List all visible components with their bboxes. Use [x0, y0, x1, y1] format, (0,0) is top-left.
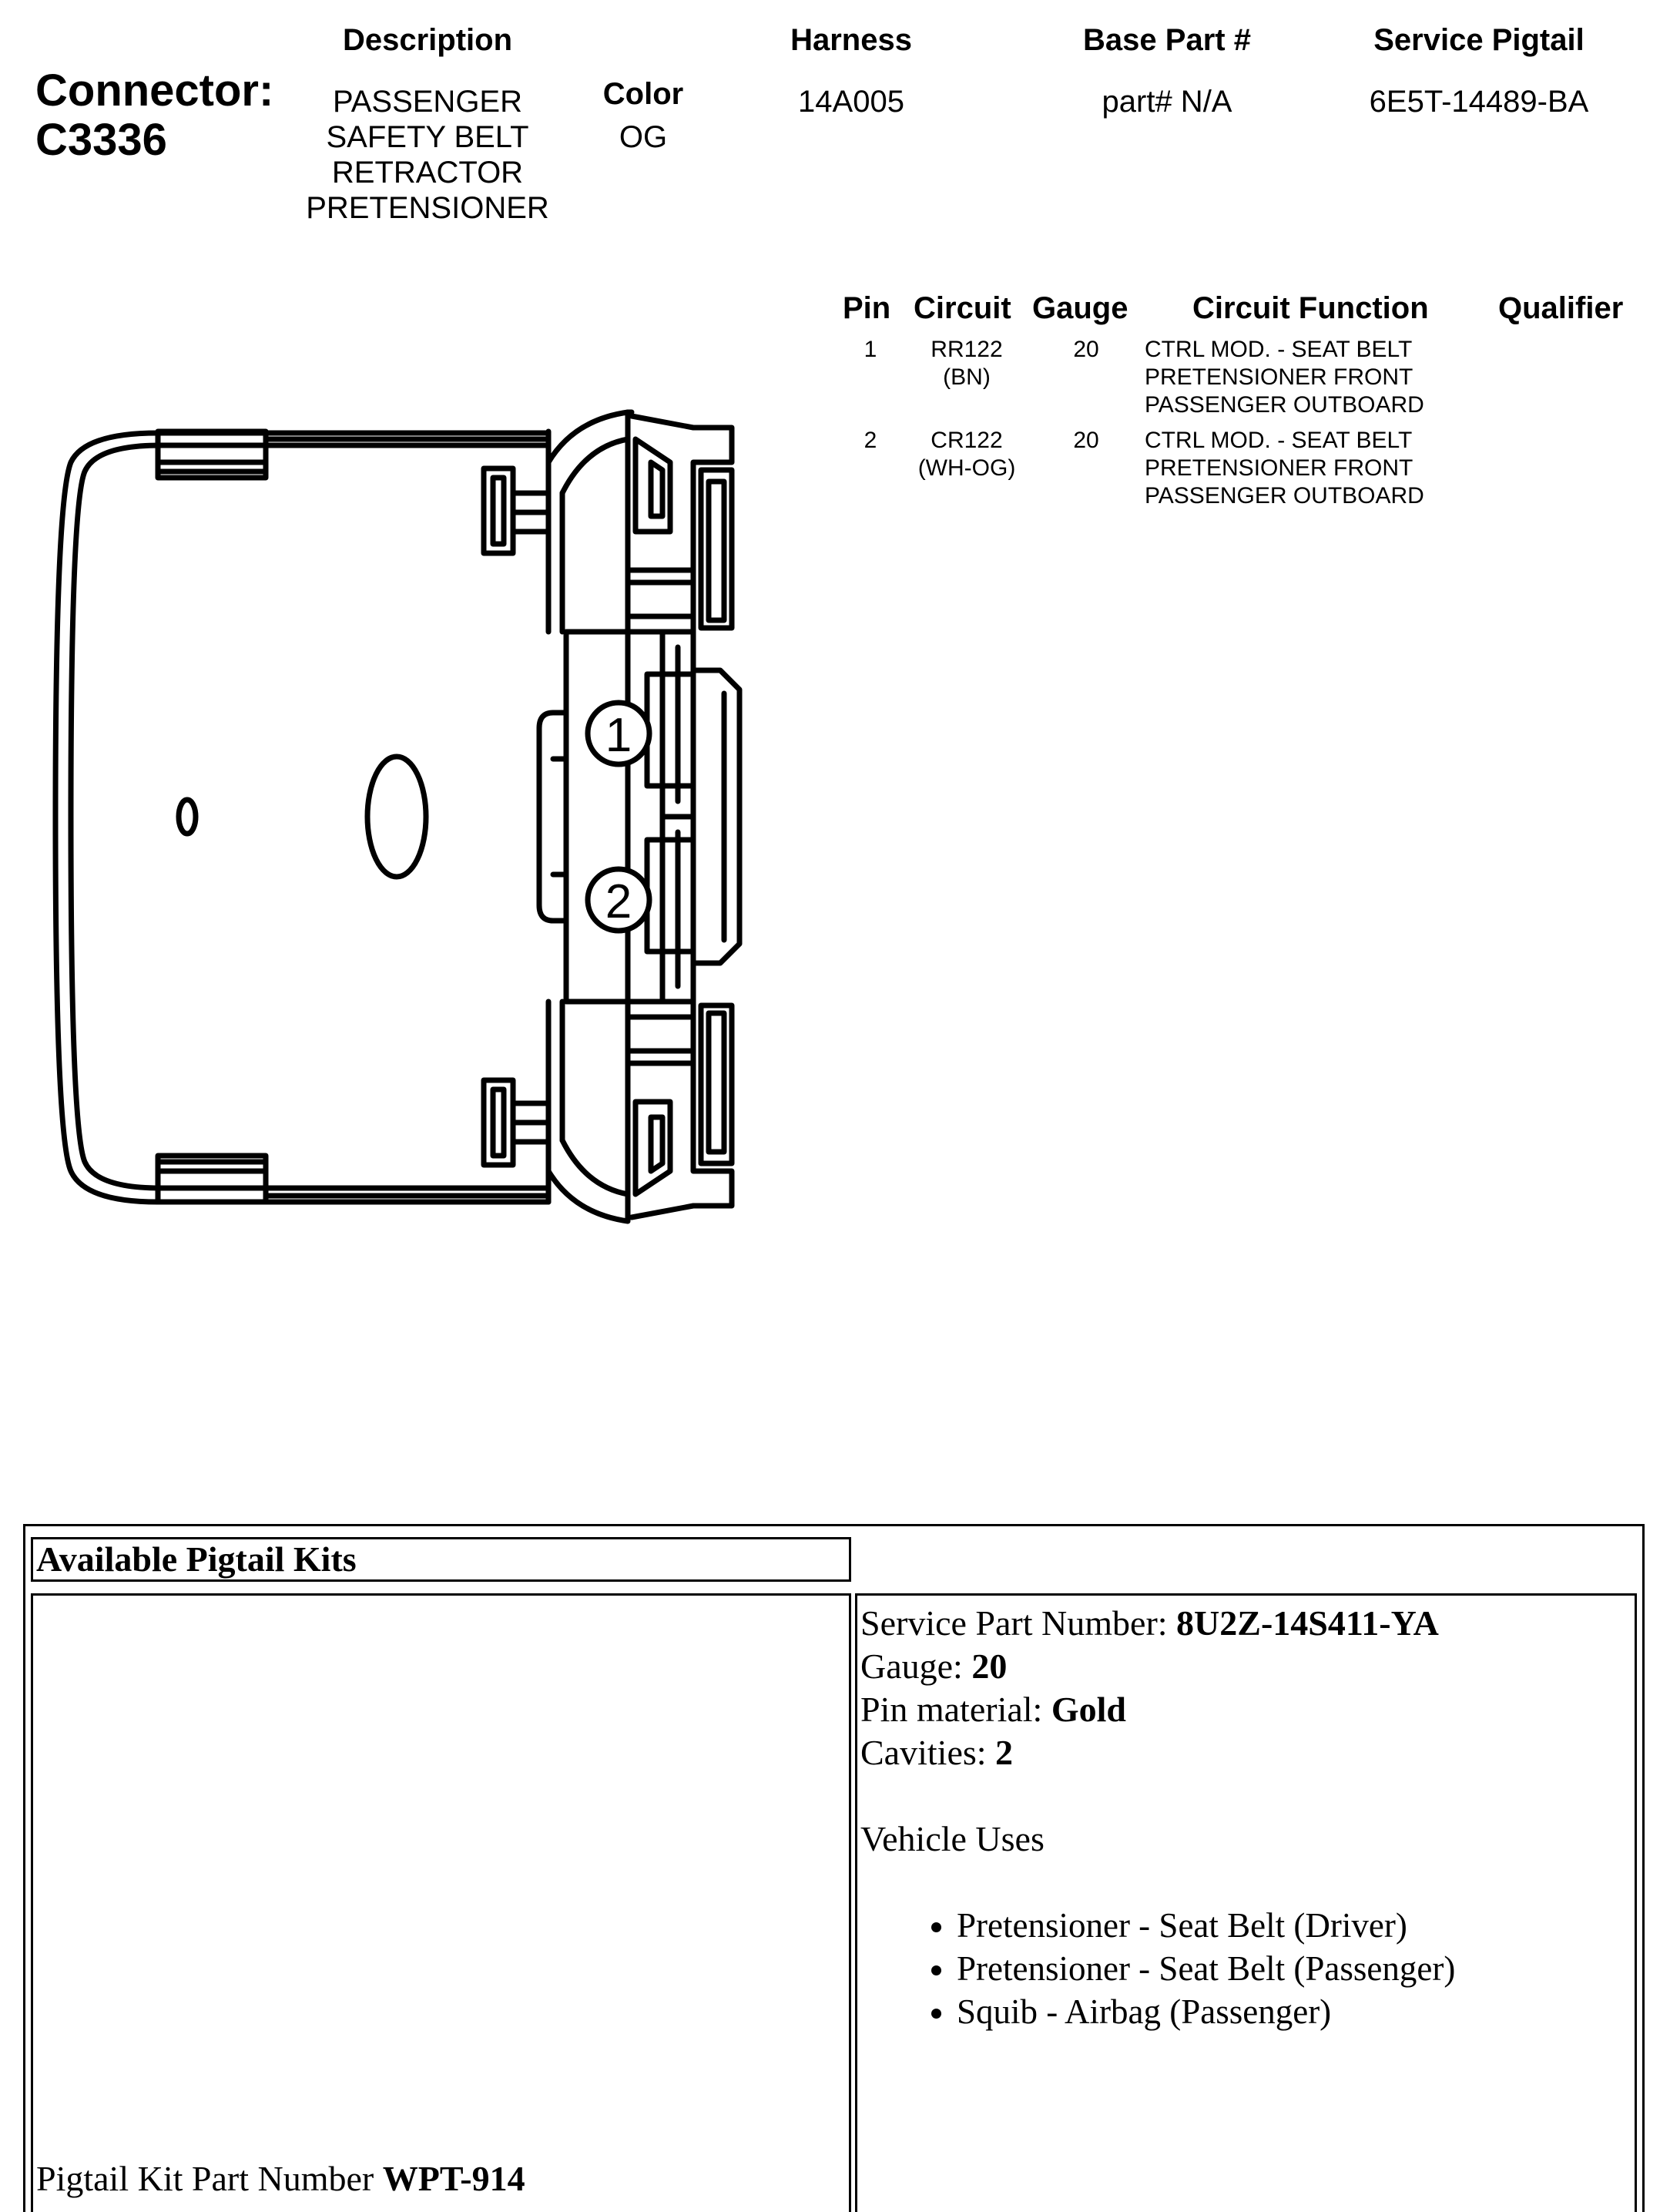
- connector-diagram: 1 2: [52, 409, 743, 1224]
- description-block: Description PASSENGER SAFETY BELT RETRAC…: [277, 23, 578, 226]
- pigtail-details: Service Part Number: 8U2Z-14S411-YA Gaug…: [857, 1596, 1635, 2033]
- description-line: PASSENGER: [333, 85, 522, 119]
- gauge-info: Gauge: 20: [860, 1645, 1635, 1688]
- pigtail-title-cell: Available Pigtail Kits: [31, 1537, 851, 1582]
- list-item: Pretensioner - Seat Belt (Driver): [957, 1904, 1635, 1947]
- gauge-col-header: Gauge: [1032, 291, 1128, 325]
- qualifier-col-header: Qualifier: [1498, 291, 1624, 325]
- pin-terminal-1: [644, 671, 696, 789]
- pin-col-header: Pin: [843, 291, 891, 325]
- connector-body-outline: [52, 430, 552, 1205]
- harness-value: 14A005: [798, 85, 904, 119]
- pigtail-kit-part-number: Pigtail Kit Part Number WPT-914: [36, 2158, 525, 2199]
- connector-label: Connector: C3336: [35, 66, 273, 165]
- pin-material-label: Pin material:: [860, 1690, 1051, 1729]
- function-line: CTRL MOD. - SEAT BELT: [1145, 337, 1413, 362]
- connector-body-inner: [68, 442, 552, 1191]
- top-retention-clip: [481, 465, 516, 556]
- base-part-value: part# N/A: [1102, 85, 1232, 119]
- pigtail-image-cell: Pigtail Kit Part Number WPT-914: [31, 1593, 851, 2212]
- wire-color: (BN): [943, 364, 991, 390]
- function-line: PRETENSIONER FRONT: [1145, 364, 1413, 390]
- list-item: Pretensioner - Seat Belt (Passenger): [957, 1947, 1635, 1990]
- bottom-pocket: [632, 1099, 673, 1197]
- connector-id: C3336: [35, 115, 167, 165]
- top-latch-tab: [155, 428, 269, 481]
- table-row-pin: 2: [864, 428, 877, 453]
- pin-circle-2: [585, 866, 652, 934]
- color-header: Color: [602, 77, 684, 111]
- cavities-info: Cavities: 2: [860, 1731, 1635, 1774]
- circuit-code: RR122: [931, 337, 1003, 362]
- table-row-circuit: RR122 (BN): [901, 336, 1032, 391]
- mounting-hole: [176, 797, 199, 837]
- vehicle-uses-heading: Vehicle Uses: [860, 1819, 1045, 1858]
- connector-head-outline: [545, 409, 631, 1224]
- description-header: Description: [342, 23, 513, 57]
- top-pocket: [632, 436, 673, 535]
- function-line: PASSENGER OUTBOARD: [1145, 392, 1424, 418]
- harness-header: Harness: [790, 23, 912, 57]
- function-line: PRETENSIONER FRONT: [1145, 455, 1413, 481]
- harness-block: Harness 14A005: [739, 23, 963, 119]
- pigtail-kit-value: WPT-914: [382, 2159, 525, 2198]
- function-line: CTRL MOD. - SEAT BELT: [1145, 428, 1413, 453]
- pigtail-title: Available Pigtail Kits: [36, 1539, 357, 1579]
- connector-label-text: Connector:: [35, 65, 274, 116]
- circuit-col-header: Circuit: [914, 291, 1011, 325]
- pigtail-outer-frame: [23, 1524, 1645, 2212]
- service-pigtail-value: 6E5T-14489-BA: [1369, 85, 1589, 119]
- color-value: OG: [619, 120, 668, 154]
- table-row-gauge: 20: [1073, 428, 1099, 453]
- color-block: Color OG: [578, 77, 709, 155]
- bottom-latch-tab: [155, 1153, 269, 1205]
- cavities-value: 2: [995, 1733, 1014, 1772]
- pin-material-info: Pin material: Gold: [860, 1688, 1635, 1731]
- service-part-number: Service Part Number: 8U2Z-14S411-YA: [860, 1602, 1635, 1645]
- circuit-function-col-header: Circuit Function: [1192, 291, 1429, 325]
- pin-circle-1: [585, 700, 652, 767]
- service-part-label: Service Part Number:: [860, 1603, 1177, 1643]
- base-part-header: Base Part #: [1083, 23, 1251, 57]
- pigtail-details-cell: Service Part Number: 8U2Z-14S411-YA Gaug…: [855, 1593, 1637, 2212]
- bottom-retention-clip: [481, 1077, 516, 1168]
- pin-label-2: 2: [605, 875, 632, 928]
- key-oval: [364, 754, 429, 880]
- circuit-code: CR122: [931, 428, 1003, 453]
- description-line: SAFETY BELT: [326, 120, 529, 154]
- service-part-value: 8U2Z-14S411-YA: [1176, 1603, 1439, 1643]
- table-row-function: CTRL MOD. - SEAT BELT PRETENSIONER FRONT…: [1145, 427, 1484, 510]
- list-item: Squib - Airbag (Passenger): [957, 1990, 1635, 2033]
- function-line: PASSENGER OUTBOARD: [1145, 483, 1424, 509]
- table-row-gauge: 20: [1073, 337, 1099, 362]
- gauge-value: 20: [971, 1646, 1008, 1686]
- gauge-label: Gauge:: [860, 1646, 972, 1686]
- pin-material-value: Gold: [1051, 1690, 1126, 1729]
- table-row-pin: 1: [864, 337, 877, 362]
- pin-label-1: 1: [605, 709, 632, 762]
- service-pigtail-block: Service Pigtail 6E5T-14489-BA: [1325, 23, 1633, 119]
- cavities-label: Cavities:: [860, 1733, 996, 1772]
- description-line: PRETENSIONER: [306, 191, 549, 225]
- description-line: RETRACTOR: [331, 156, 524, 190]
- service-pigtail-header: Service Pigtail: [1373, 23, 1584, 57]
- vehicle-uses-list: Pretensioner - Seat Belt (Driver) Preten…: [860, 1904, 1635, 2033]
- pin-terminal-2: [644, 837, 696, 955]
- wire-color: (WH-OG): [917, 455, 1016, 481]
- base-part-block: Base Part # part# N/A: [1024, 23, 1310, 119]
- pin-cradle: [536, 710, 569, 924]
- pigtail-kit-label: Pigtail Kit Part Number: [36, 2159, 383, 2198]
- table-row-function: CTRL MOD. - SEAT BELT PRETENSIONER FRONT…: [1145, 336, 1484, 419]
- table-row-circuit: CR122 (WH-OG): [901, 427, 1032, 482]
